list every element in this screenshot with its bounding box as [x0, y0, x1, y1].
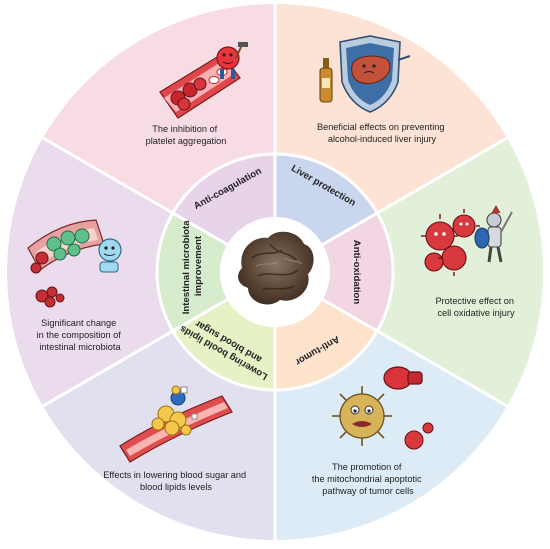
sector-divider: [321, 136, 508, 246]
sector-divider: [42, 136, 229, 246]
sector-microbiota: [6, 138, 173, 406]
sector-divider: [42, 298, 229, 408]
description-antitumor: The promotion of the mitochondrial apopt…: [312, 462, 424, 496]
dried-mushroom-icon: [238, 231, 314, 305]
ring-segment-antioxidation: [322, 213, 393, 331]
blood-vessel-platelet-icon: [159, 42, 248, 119]
ring-label-microbiota: Intestinal microbiota improvement: [181, 218, 204, 315]
ring-segment-microbiota: [157, 213, 228, 331]
description-anticoagulation: The inhibition of platelet aggregation: [146, 124, 227, 146]
description-antioxidation: Protective effect on cell oxidative inju…: [435, 296, 516, 318]
gut-microbiota-icon: [27, 219, 122, 308]
ring-segment-lipids: [172, 299, 275, 390]
ring-outer-edge: [155, 152, 395, 392]
sector-divider: [321, 298, 508, 408]
ring-segment-liver: [275, 154, 378, 245]
ring-segment-anticoagulation: [172, 154, 275, 245]
sector-liver: [275, 4, 508, 213]
tumor-boxing-icon: [332, 366, 434, 450]
ring-label-antioxidation: Anti-oxidation: [351, 240, 362, 305]
knight-virus-icon: [421, 205, 513, 276]
liver-shield-icon: [319, 35, 411, 113]
sector-antitumor: [275, 331, 508, 540]
sector-separators: [42, 4, 508, 540]
vessel-lipid-icon: [119, 385, 233, 463]
description-microbiota: Significant change in the composition of…: [37, 318, 124, 352]
ring-segment-antitumor: [275, 299, 378, 390]
sector-antioxidation: [377, 138, 543, 406]
description-lipids: Effects in lowering blood sugar and bloo…: [103, 470, 248, 492]
description-liver: Beneficial effects on preventing alcohol…: [317, 122, 447, 144]
